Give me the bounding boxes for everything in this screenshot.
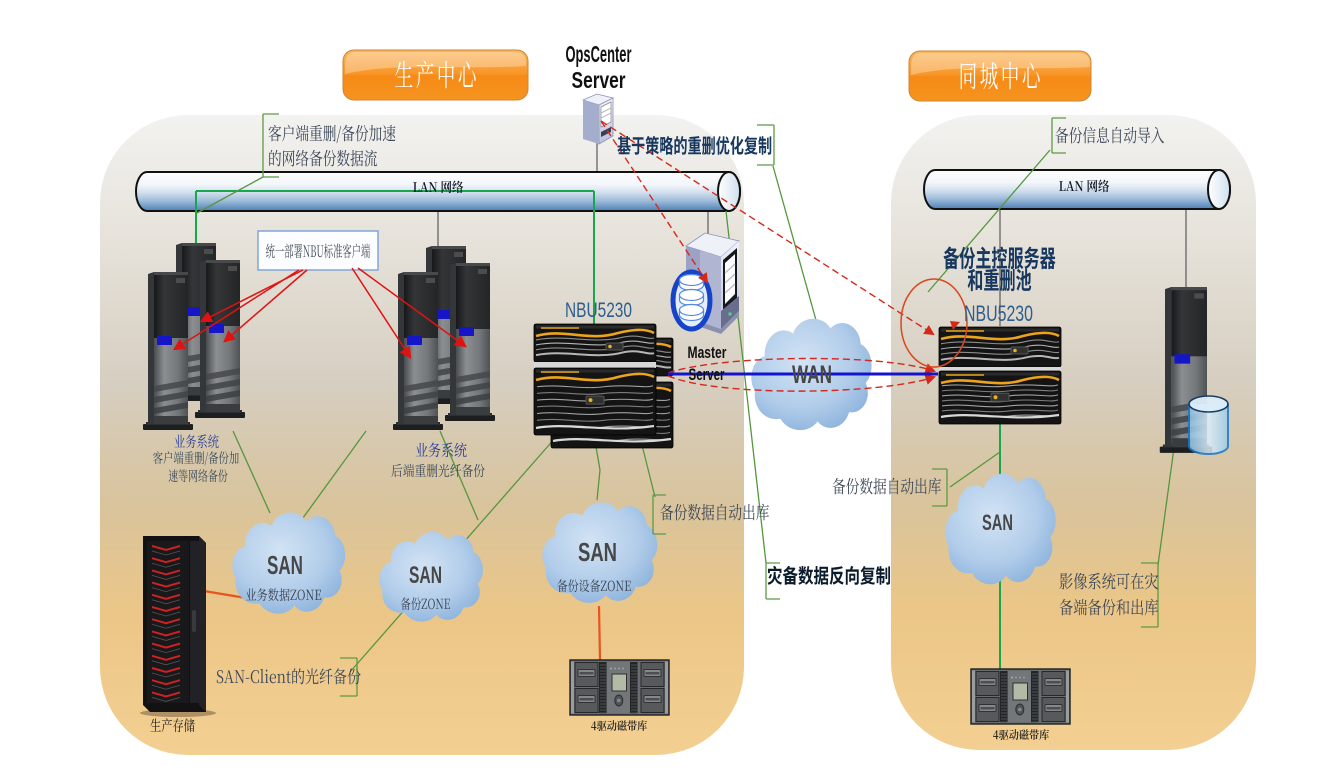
svg-text:SAN: SAN [578,537,617,567]
svg-text:NBU5230: NBU5230 [964,301,1033,326]
svg-text:SAN: SAN [409,562,442,589]
svg-text:WAN: WAN [792,361,832,389]
svg-text:Master: Master [688,343,727,362]
svg-text:OpsCenter: OpsCenter [566,41,632,67]
svg-text:SAN: SAN [267,550,303,580]
svg-text:SAN: SAN [982,510,1013,535]
svg-text:Server: Server [572,67,626,93]
svg-text:NBU5230: NBU5230 [565,298,632,322]
svg-text:Server: Server [689,365,725,384]
